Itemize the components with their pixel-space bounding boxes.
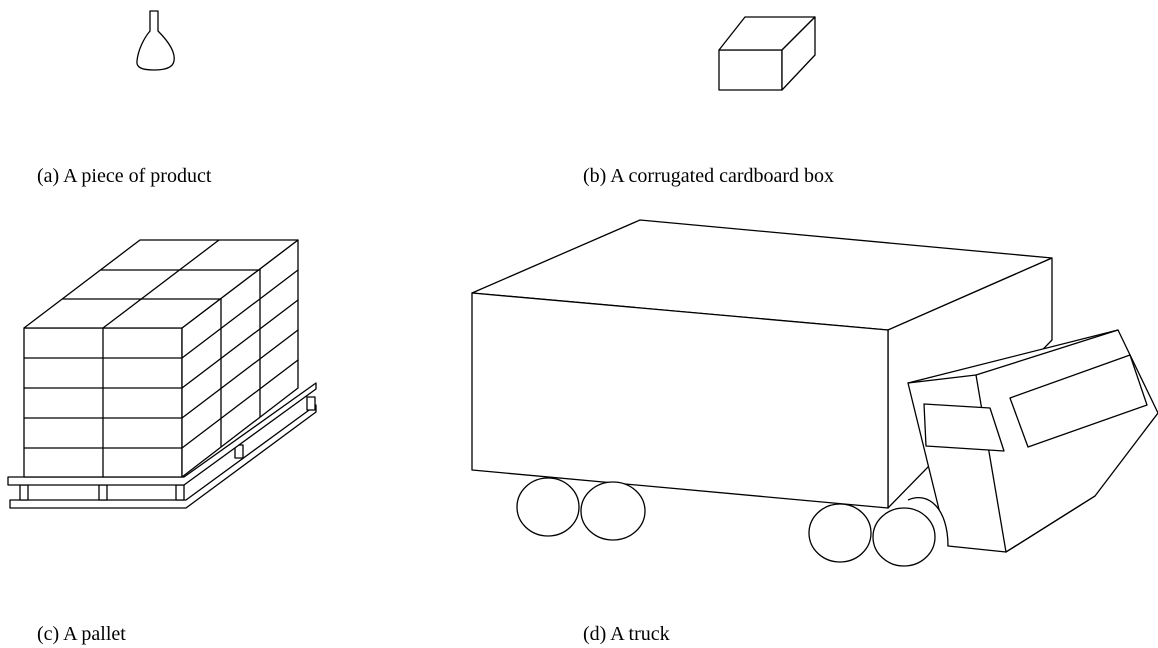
cab-windshield xyxy=(1009,354,1148,448)
rear-wheel-1 xyxy=(516,477,580,537)
product-bottle-illustration xyxy=(136,10,175,71)
cab-side-window xyxy=(923,403,1005,452)
caption-truck: (d) A truck xyxy=(583,623,670,645)
pallet-base xyxy=(7,382,317,509)
cargo-box-front xyxy=(471,292,889,509)
caption-product: (a) A piece of product xyxy=(37,165,212,187)
pallet-illustration xyxy=(7,239,317,509)
truck-wheels xyxy=(516,477,936,567)
truck-illustration xyxy=(471,219,1158,567)
cardboard-box-illustration xyxy=(718,16,816,91)
truck-cab xyxy=(907,329,1158,553)
front-wheel-2 xyxy=(872,507,936,567)
rear-wheel-2 xyxy=(580,481,646,541)
front-wheel-1 xyxy=(808,503,872,563)
pallet-box-stack xyxy=(23,239,299,478)
caption-cardboard-box: (b) A corrugated cardboard box xyxy=(583,165,835,187)
caption-pallet: (c) A pallet xyxy=(37,623,126,645)
